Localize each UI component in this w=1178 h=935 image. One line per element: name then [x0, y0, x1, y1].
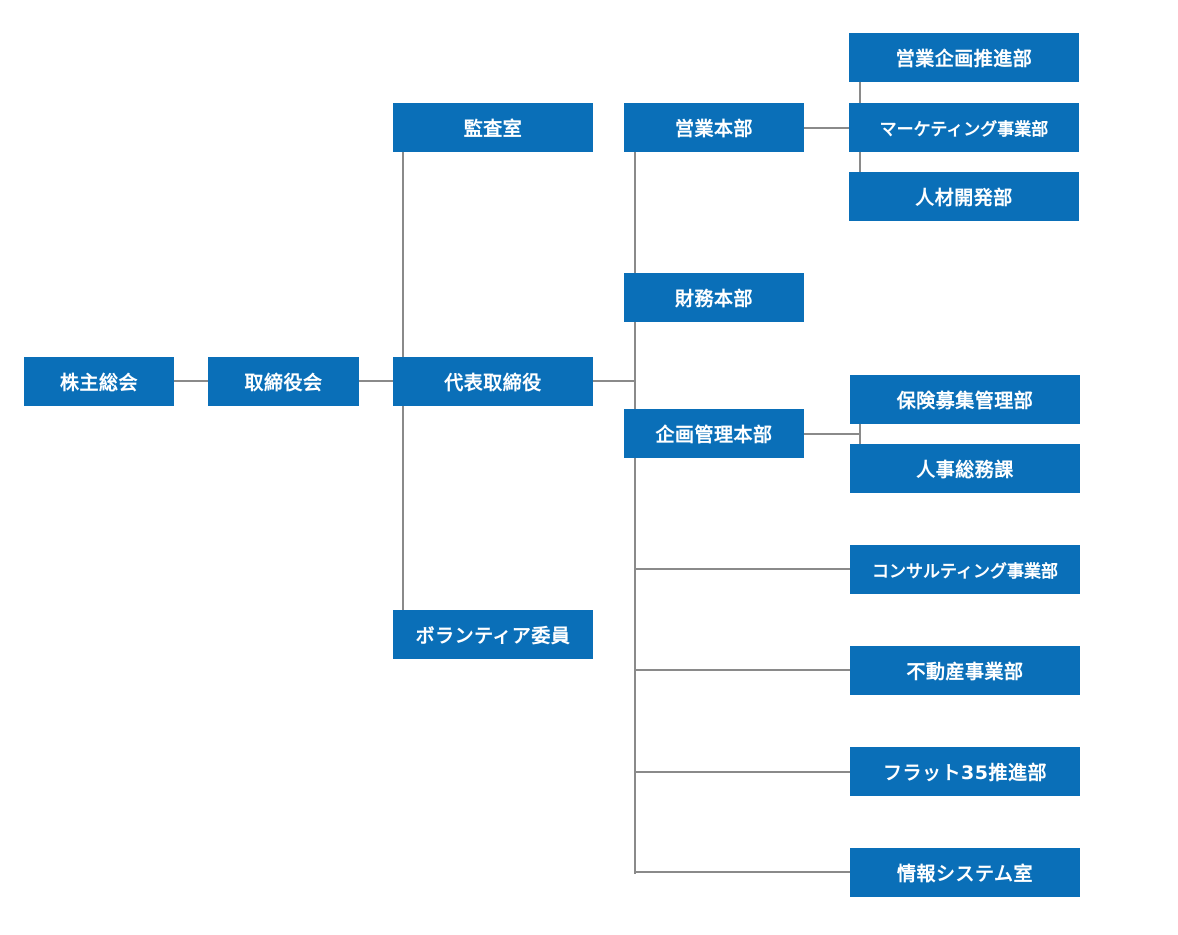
shareholders-meeting-box: 株主総会 [24, 357, 174, 406]
sales-planning-box: 営業企画推進部 [849, 33, 1079, 82]
connector-planning-subunit-spine [859, 422, 861, 444]
marketing-division-box: マーケティング事業部 [849, 103, 1079, 152]
connector-hq-spine [634, 150, 636, 874]
audit-office-box: 監査室 [393, 103, 593, 152]
representative-director-box: 代表取締役 [393, 357, 593, 406]
hr-general-affairs-box: 人事総務課 [850, 444, 1080, 493]
connector-consulting [634, 568, 851, 570]
sales-hq-box: 営業本部 [624, 103, 804, 152]
insurance-admin-box: 保険募集管理部 [850, 375, 1080, 424]
connector-board-representative [358, 380, 394, 382]
volunteer-committee-box: ボランティア委員 [393, 610, 593, 659]
hr-development-box: 人材開発部 [849, 172, 1079, 221]
connector-sales-subunits [803, 127, 860, 129]
flat35-promotion-box: フラット35推進部 [850, 747, 1080, 796]
connector-real-estate [634, 669, 851, 671]
it-systems-office-box: 情報システム室 [850, 848, 1080, 897]
planning-admin-hq-box: 企画管理本部 [624, 409, 804, 458]
finance-hq-box: 財務本部 [624, 273, 804, 322]
connector-planning-subunits [803, 433, 860, 435]
board-of-directors-box: 取締役会 [208, 357, 359, 406]
connector-it-systems [634, 871, 851, 873]
connector-representative-hq [592, 380, 635, 382]
real-estate-division-box: 不動産事業部 [850, 646, 1080, 695]
connector-flat35 [634, 771, 851, 773]
consulting-division-box: コンサルティング事業部 [850, 545, 1080, 594]
connector-shareholders-board [173, 380, 209, 382]
